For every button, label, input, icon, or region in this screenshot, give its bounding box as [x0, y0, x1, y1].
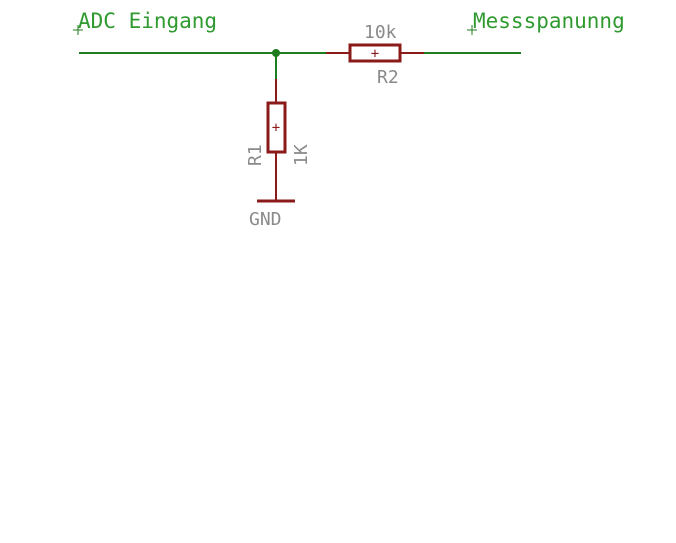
net-label-adc-eingang: ADC Eingang	[78, 9, 217, 33]
r2-polarity-mark: +	[371, 46, 379, 62]
junction-dot	[272, 49, 280, 57]
r1-value-label: 1K	[291, 144, 312, 166]
r1-polarity-mark: +	[272, 120, 280, 136]
wires	[79, 52, 521, 79]
r1-name-label: R1	[245, 144, 266, 166]
net-anchors	[73, 25, 477, 35]
resistor-r1[interactable]	[266, 79, 287, 200]
gnd-label: GND	[249, 209, 282, 230]
net-label-messspanunng: Messspanunng	[473, 9, 625, 33]
r2-value-label: 10k	[364, 22, 397, 43]
r2-name-label: R2	[377, 67, 399, 88]
resistor-r2[interactable]	[326, 43, 424, 63]
